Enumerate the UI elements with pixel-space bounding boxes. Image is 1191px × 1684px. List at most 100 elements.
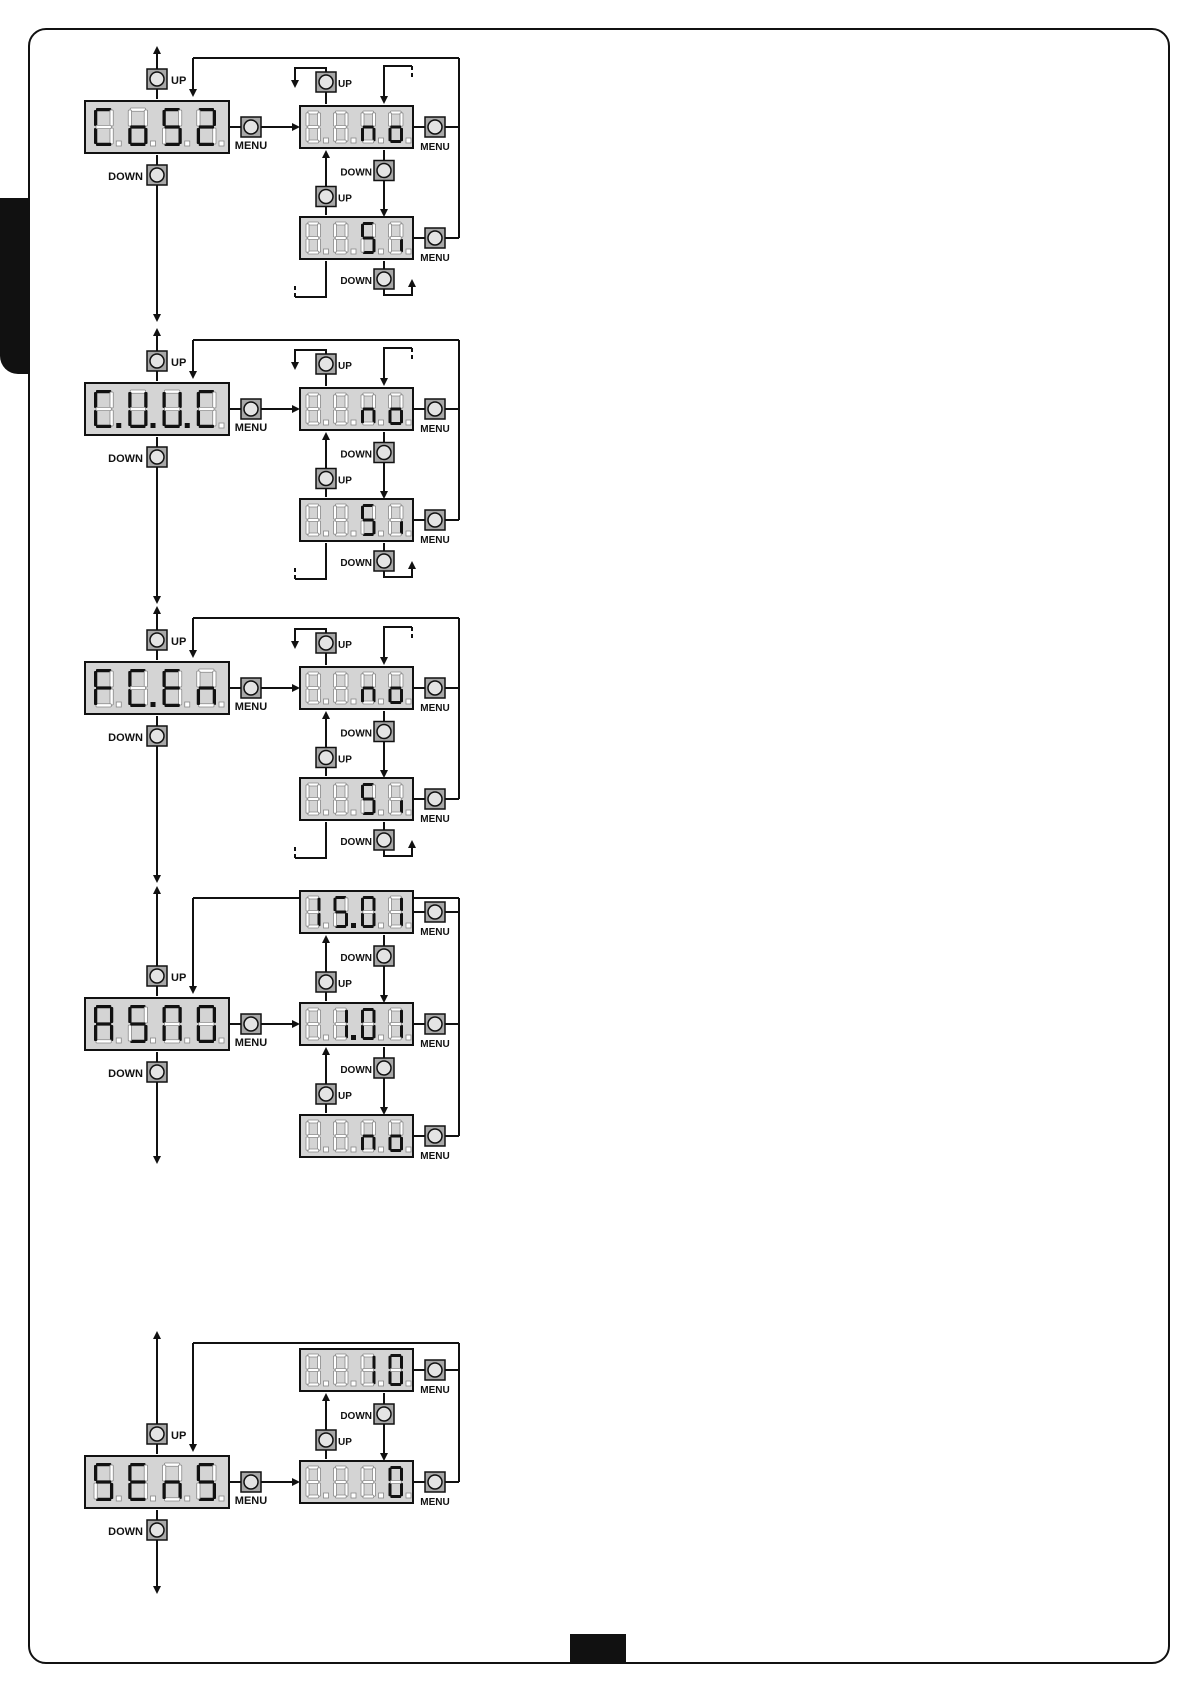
up-button[interactable] (147, 351, 167, 371)
down-button[interactable] (147, 447, 167, 467)
down-button[interactable] (147, 1520, 167, 1540)
button-cap-icon (428, 1363, 442, 1377)
segment (361, 1356, 364, 1369)
segment (400, 395, 403, 408)
menu-button[interactable] (425, 510, 445, 530)
wrap-out-line (295, 261, 326, 297)
down-button[interactable] (147, 726, 167, 746)
up-button[interactable] (316, 354, 336, 374)
down-button[interactable] (374, 830, 394, 850)
down-button[interactable] (374, 551, 394, 571)
menu-button[interactable] (425, 1360, 445, 1380)
down-button[interactable] (374, 161, 394, 181)
menu-button[interactable] (425, 228, 445, 248)
button-cap-icon (377, 1407, 391, 1421)
menu-button[interactable] (241, 399, 261, 419)
segment (345, 1356, 348, 1369)
menu-button[interactable] (425, 117, 445, 137)
decimal-point (379, 1493, 384, 1498)
segment (363, 111, 374, 114)
segment (318, 1371, 321, 1384)
menu-button[interactable] (425, 1126, 445, 1146)
menu-button[interactable] (425, 789, 445, 809)
up-button[interactable] (316, 972, 336, 992)
segment (361, 113, 364, 126)
segment (390, 519, 401, 522)
decimal-point (351, 1493, 356, 1498)
segment (144, 110, 147, 126)
up-button[interactable] (147, 966, 167, 986)
segment (390, 422, 401, 425)
segment (163, 410, 166, 426)
segment (96, 1463, 111, 1466)
menu-button[interactable] (241, 1014, 261, 1034)
segment (361, 785, 364, 798)
segment (163, 1465, 166, 1481)
down-button[interactable] (147, 1062, 167, 1082)
menu-button[interactable] (425, 902, 445, 922)
down-button[interactable] (374, 1058, 394, 1078)
menu-button[interactable] (425, 1014, 445, 1034)
up-button[interactable] (316, 187, 336, 207)
menu-button[interactable] (241, 678, 261, 698)
up-button[interactable] (316, 1430, 336, 1450)
up-button[interactable] (147, 630, 167, 650)
segment (308, 393, 319, 396)
menu-button[interactable] (425, 399, 445, 419)
down-button[interactable] (374, 443, 394, 463)
up-label: UP (338, 1437, 352, 1448)
segment (361, 689, 364, 702)
menu-button[interactable] (425, 1472, 445, 1492)
segment (308, 422, 319, 425)
up-button[interactable] (316, 1084, 336, 1104)
segment (199, 108, 214, 111)
down-label: DOWN (108, 732, 143, 744)
segment (363, 812, 374, 815)
segment (373, 1137, 376, 1150)
segment (334, 1371, 337, 1384)
segment (163, 689, 166, 705)
segment (318, 113, 321, 126)
button-cap-icon (150, 633, 164, 647)
segment (306, 1356, 309, 1369)
segment (308, 1369, 319, 1372)
down-button[interactable] (374, 269, 394, 289)
segment (318, 128, 321, 141)
up-button[interactable] (147, 1424, 167, 1444)
segment (199, 686, 214, 689)
segment (130, 390, 145, 393)
segment (94, 1007, 97, 1023)
segment (199, 125, 214, 128)
segment (308, 1120, 319, 1123)
segment (373, 1122, 376, 1135)
up-label: UP (338, 979, 352, 990)
down-button[interactable] (374, 946, 394, 966)
decimal-point (379, 699, 384, 704)
up-button[interactable] (316, 72, 336, 92)
up-button[interactable] (316, 469, 336, 489)
down-button[interactable] (374, 1404, 394, 1424)
down-button[interactable] (374, 722, 394, 742)
up-button[interactable] (147, 69, 167, 89)
segment (144, 410, 147, 426)
button-cap-icon (244, 1017, 258, 1031)
segment (345, 689, 348, 702)
decimal-point (406, 531, 411, 536)
up-button[interactable] (316, 748, 336, 768)
up-button[interactable] (316, 633, 336, 653)
down-button[interactable] (147, 165, 167, 185)
menu-button[interactable] (241, 1472, 261, 1492)
segment (164, 143, 179, 146)
segment (96, 390, 111, 393)
segment (308, 140, 319, 143)
menu-button[interactable] (241, 117, 261, 137)
decimal-point (379, 810, 384, 815)
segment (130, 686, 145, 689)
menu-button[interactable] (425, 678, 445, 698)
segment (197, 128, 200, 144)
decimal-point (379, 249, 384, 254)
segment (335, 911, 346, 914)
decimal-point (116, 141, 121, 146)
segment (361, 1468, 364, 1481)
